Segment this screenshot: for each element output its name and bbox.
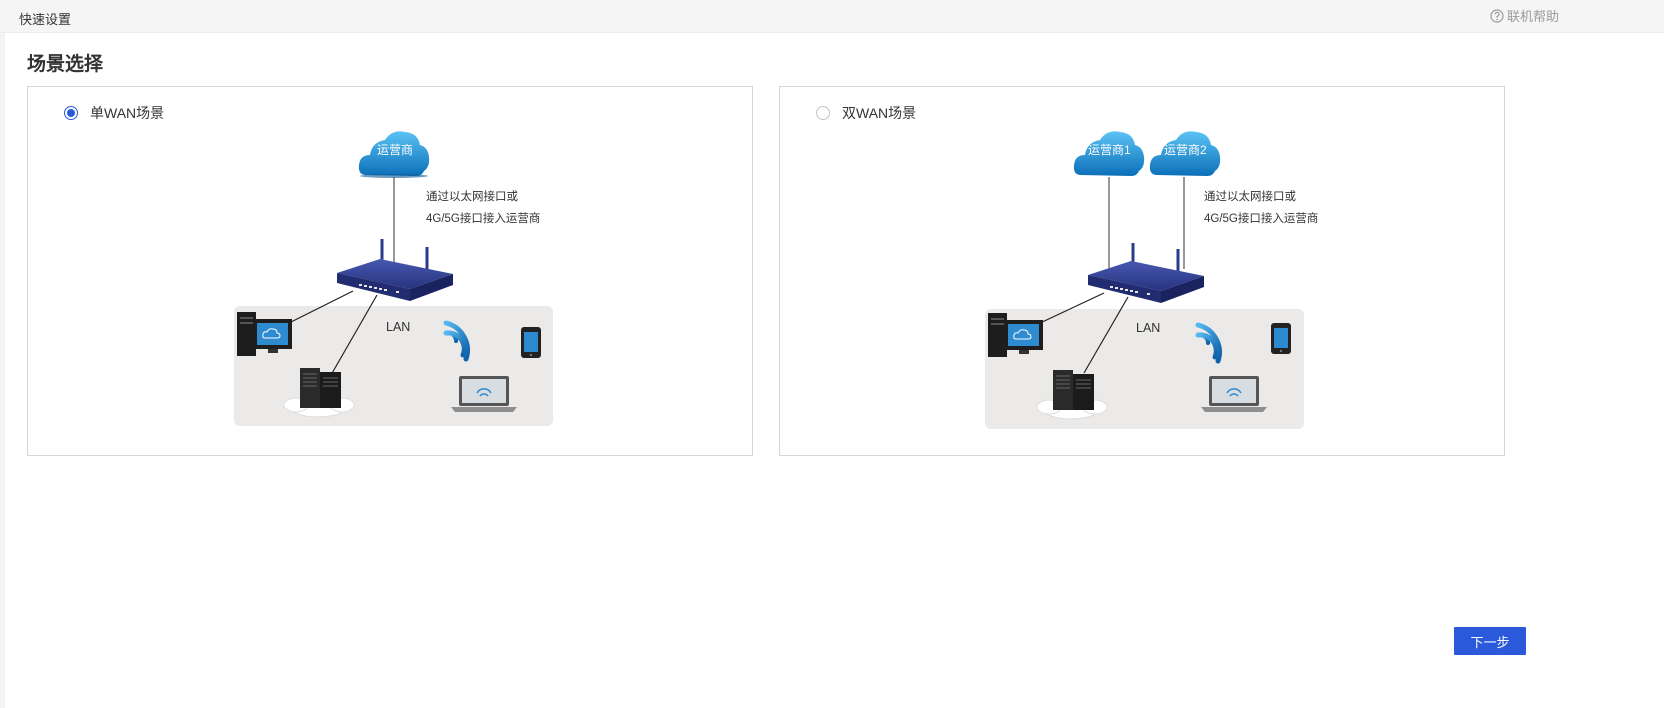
scene-card-single-wan[interactable]: 运营商 通过以太网接口或 4G/5G接口接入运营商 LAN 单WAN场景 [27,86,753,456]
dual-wan-label[interactable]: 双WAN场景 [842,105,917,121]
lan-label: LAN [1136,321,1161,335]
desktop-pc-icon [988,313,1043,357]
section-title: 场景选择 [27,54,104,75]
access-note-line2: 4G/5G接口接入运营商 [1204,213,1319,225]
wifi-signal-icon [1195,322,1222,364]
left-gutter [0,33,5,708]
smartphone-icon [1271,323,1291,354]
access-note-line2: 4G/5G接口接入运营商 [426,213,541,225]
dual-wan-radio-row[interactable]: 双WAN场景 [816,103,916,123]
cloud-icon [1149,131,1221,176]
cloud-icon [1073,131,1145,176]
dual-wan-radio[interactable] [816,106,830,120]
access-note-line1: 通过以太网接口或 [1204,191,1296,203]
server-icon [1036,370,1108,420]
smartphone-icon [521,327,541,358]
isp1-label: 运营商1 [1088,143,1131,157]
dual-wan-diagram [985,131,1304,429]
next-button[interactable]: 下一步 [1454,627,1526,655]
router-icon [337,239,453,301]
scene-card-dual-wan[interactable]: 运营商1 运营商2 通过以太网接口或 4G/5G接口接入运营商 LAN 双WAN… [779,86,1505,456]
wifi-signal-icon [443,320,470,362]
online-help-link[interactable]: 联机帮助 [1490,6,1559,25]
lan-label: LAN [386,320,411,334]
isp2-label: 运营商2 [1164,143,1207,157]
access-note-line1: 通过以太网接口或 [426,191,518,203]
single-wan-label[interactable]: 单WAN场景 [90,105,165,121]
laptop-icon [1201,376,1267,412]
page-header-title: 快速设置 [19,12,72,27]
main-content: 场景选择 [5,33,1664,708]
desktop-pc-icon [237,312,292,356]
server-icon [283,368,355,418]
isp-label: 运营商 [377,143,414,157]
laptop-icon [451,376,517,412]
single-wan-diagram [234,131,553,426]
online-help-label: 联机帮助 [1507,9,1560,24]
top-bar: 快速设置 联机帮助 [0,0,1664,33]
single-wan-radio[interactable] [64,106,78,120]
router-icon [1088,243,1204,303]
cloud-icon [358,131,430,178]
help-circle-icon [1490,8,1504,23]
single-wan-radio-row[interactable]: 单WAN场景 [64,103,164,123]
